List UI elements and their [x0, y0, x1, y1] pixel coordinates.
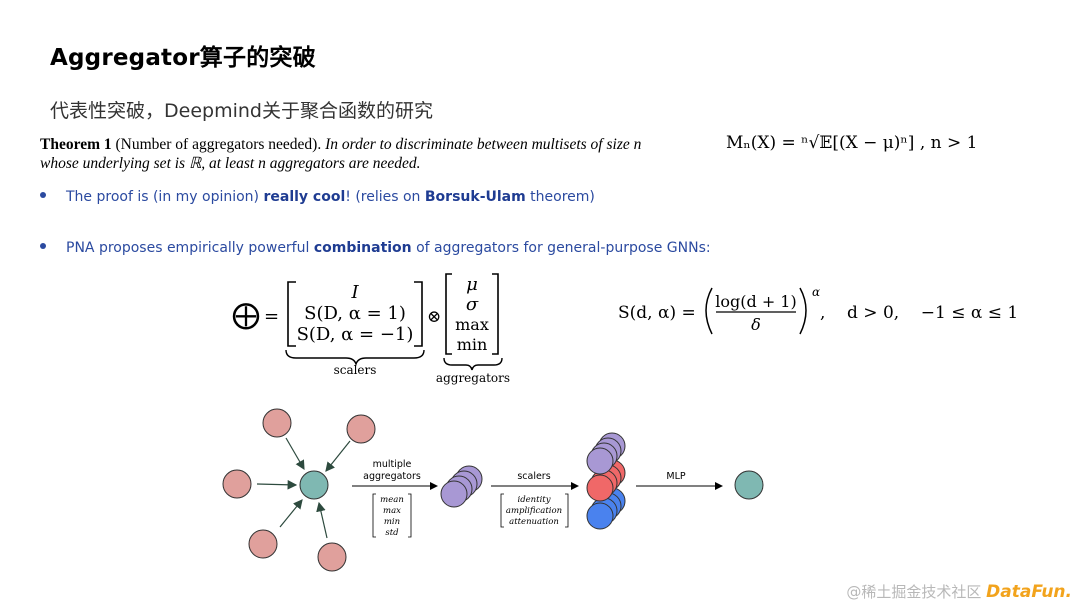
neighbor-node	[346, 414, 376, 444]
aggregator-entry: min	[457, 335, 488, 354]
neighbor-node	[317, 542, 347, 572]
output-node	[734, 470, 764, 500]
scaler-entry: S(D, α = 1)	[304, 303, 406, 324]
scaled-node-attenuation	[590, 497, 618, 525]
scaled-node-attenuation	[594, 492, 622, 520]
bullet-text: The proof is (in my opinion)	[66, 189, 264, 205]
scaled-node-identity	[598, 432, 626, 460]
scalers-label: scalers	[334, 363, 377, 377]
bullet-text: PNA proposes empirically powerful	[66, 240, 314, 256]
theorem-lead: Theorem 1	[40, 136, 112, 153]
bullet-bold: Borsuk-Ulam	[424, 189, 526, 205]
aggregators-label: aggregators	[436, 371, 510, 385]
scaler-formula-exponent: α	[812, 285, 820, 299]
neighbor-node	[248, 529, 278, 559]
step1-label-line2: aggregators	[363, 471, 421, 482]
aggregated-node	[445, 475, 473, 503]
moment-formula: Mₙ(X) = ⁿ√𝔼[(X − μ)ⁿ] , n > 1	[726, 133, 978, 153]
theorem-statement-2: whose underlying set is ℝ, at least n ag…	[40, 155, 421, 172]
equals-sign: =	[264, 306, 279, 327]
aggregator-item: min	[384, 517, 400, 527]
scaled-node-amplification	[598, 459, 626, 487]
aggregator-item: mean	[380, 495, 404, 505]
scaled-node-attenuation	[586, 502, 614, 530]
aggregator-entry: max	[455, 315, 489, 334]
theorem-paren: (Number of aggregators needed).	[111, 136, 326, 153]
center-node	[299, 470, 329, 500]
bullet-pna: PNA proposes empirically powerful combin…	[40, 240, 711, 256]
scaler-item: amplification	[506, 506, 562, 516]
bullet-text: theorem)	[525, 189, 595, 205]
watermark-brand: DataFun.	[986, 582, 1072, 602]
bullet-text: ! (relies on	[345, 189, 425, 205]
scaled-node-identity	[594, 437, 622, 465]
scaler-item: attenuation	[509, 517, 559, 527]
bullet-text: of aggregators for general-purpose GNNs:	[411, 240, 711, 256]
scaled-node-identity	[586, 447, 614, 475]
scaler-entry: S(D, α = −1)	[297, 324, 414, 345]
aggregator-item: std	[385, 528, 399, 538]
scaled-node-attenuation	[598, 487, 626, 515]
scaler-formula-numerator: log(d + 1)	[715, 292, 796, 311]
aggregator-entry: μ	[466, 274, 478, 295]
pna-formula: ⨁ = I S(D, α = 1) S(D, α = −1) scalers ⊗…	[232, 273, 510, 385]
watermark-text: @稀土掘金技术社区	[846, 583, 982, 601]
step2-label: scalers	[517, 471, 550, 482]
theorem-statement-1: In order to discriminate between multise…	[325, 136, 642, 153]
scaler-item: identity	[517, 495, 550, 505]
scaled-node-amplification	[594, 464, 622, 492]
scaler-entry: I	[350, 282, 359, 303]
bullet-proof: The proof is (in my opinion) really cool…	[40, 189, 595, 205]
aggregated-node	[455, 465, 483, 493]
neighbor-node	[222, 469, 252, 499]
scaled-node-amplification	[590, 469, 618, 497]
scaled-node-identity	[590, 442, 618, 470]
step3-label: MLP	[666, 471, 685, 482]
aggregated-node	[450, 470, 478, 498]
aggregator-item: max	[383, 506, 401, 516]
watermark: @稀土掘金技术社区 DataFun.	[846, 581, 1072, 602]
neighbor-node	[262, 408, 292, 438]
slide-title: Aggregator算子的突破	[50, 45, 316, 71]
scaler-formula-conditions: , d > 0, −1 ≤ α ≤ 1	[820, 303, 1018, 323]
bullet-bold: really cool	[263, 189, 346, 205]
scaler-formula: S(d, α) = log(d + 1) δ α , d > 0, −1 ≤ α…	[618, 285, 1018, 335]
slide-subtitle: 代表性突破，Deepmind关于聚合函数的研究	[50, 100, 433, 122]
scaled-node-amplification	[586, 474, 614, 502]
step1-label-line1: multiple	[373, 459, 412, 470]
aggregated-node	[440, 480, 468, 508]
scaler-formula-lhs: S(d, α) =	[618, 303, 696, 323]
aggregator-entry: σ	[466, 294, 479, 315]
bullet-dot	[40, 243, 46, 249]
theorem-block: Theorem 1 (Number of aggregators needed)…	[40, 135, 720, 173]
scaler-formula-denominator: δ	[751, 315, 761, 334]
tensor-product-operator: ⊗	[427, 307, 441, 327]
bullet-dot	[40, 192, 46, 198]
bullet-bold: combination	[313, 240, 412, 256]
direct-sum-operator: ⨁	[232, 298, 260, 331]
